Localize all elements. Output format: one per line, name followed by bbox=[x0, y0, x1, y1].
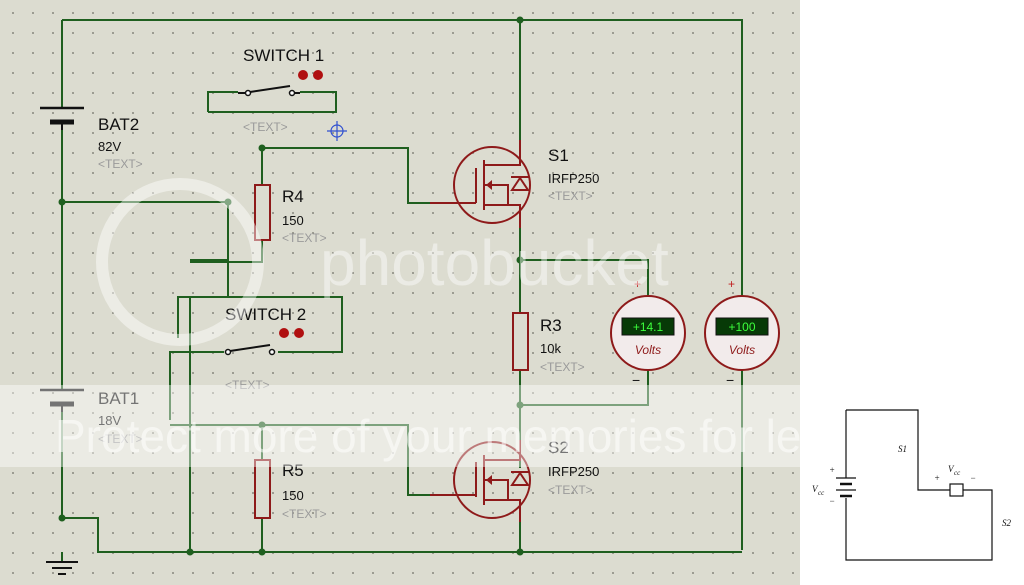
meter-right-minus: − bbox=[726, 372, 734, 388]
bat1-label: BAT1 bbox=[98, 389, 139, 408]
meter-left-display bbox=[621, 317, 675, 336]
switch2-button-right[interactable] bbox=[294, 328, 304, 338]
r4-label: R4 bbox=[282, 187, 304, 206]
meter-right-display bbox=[715, 317, 769, 336]
s2-text: <TEXT> bbox=[548, 483, 593, 497]
battery-bat1[interactable]: BAT1 18V <TEXT> bbox=[40, 388, 143, 446]
switch-2[interactable]: SWITCH 2 <TEXT> bbox=[224, 305, 306, 392]
s1-text: <TEXT> bbox=[548, 189, 593, 203]
junction-dot bbox=[516, 256, 524, 264]
ref-plus-bat: + bbox=[829, 465, 835, 475]
ref-s1-label: S1 bbox=[898, 444, 907, 454]
ground-symbol bbox=[46, 561, 78, 575]
s2-label: S2 bbox=[548, 438, 569, 457]
crosshair-cursor-icon bbox=[327, 121, 347, 141]
meter-right-plus: + bbox=[728, 277, 735, 291]
junction-dot bbox=[516, 401, 524, 409]
switch2-label: SWITCH 2 bbox=[225, 305, 306, 324]
s2-part: IRFP250 bbox=[548, 464, 599, 479]
switch1-button-right[interactable] bbox=[313, 70, 323, 80]
resistor-r3[interactable]: R3 10k <TEXT> bbox=[512, 312, 585, 374]
resistor-r4[interactable]: R4 150 <TEXT> bbox=[254, 184, 327, 245]
meter-right-reading: +100 bbox=[728, 320, 755, 334]
switch1-label: SWITCH 1 bbox=[243, 46, 324, 65]
ref-plus-box: + bbox=[934, 473, 940, 483]
junction-dot bbox=[258, 548, 266, 556]
r4-value: 150 bbox=[282, 213, 304, 228]
ref-minus-box: − bbox=[970, 473, 976, 483]
vcc-box bbox=[949, 483, 964, 497]
junction-dot bbox=[58, 514, 66, 522]
watermark-line: Protect more of your memories for less bbox=[55, 410, 847, 462]
switch-1[interactable]: SWITCH 1 <TEXT> bbox=[238, 46, 324, 134]
ref-vcc-box: V bbox=[948, 464, 955, 474]
voltmeter-left[interactable]: +14.1 Volts + − bbox=[610, 277, 686, 388]
junction-dot bbox=[516, 548, 524, 556]
junction-dot bbox=[516, 16, 524, 24]
meter-right-unit: Volts bbox=[729, 343, 755, 357]
meter-left-plus: + bbox=[634, 277, 641, 291]
r5-label: R5 bbox=[282, 461, 304, 480]
ref-s2-label: S2 bbox=[1002, 518, 1012, 528]
switch1-text: <TEXT> bbox=[243, 120, 288, 134]
ref-minus-bat: − bbox=[829, 496, 835, 506]
junction-dot bbox=[186, 548, 194, 556]
bat1-text: <TEXT> bbox=[98, 432, 143, 446]
s1-part: IRFP250 bbox=[548, 171, 599, 186]
junction-dot bbox=[258, 144, 266, 152]
r3-text: <TEXT> bbox=[540, 360, 585, 374]
junction-dot bbox=[224, 198, 232, 206]
s1-label: S1 bbox=[548, 146, 569, 165]
bat2-text: <TEXT> bbox=[98, 157, 143, 171]
bat2-label: BAT2 bbox=[98, 115, 139, 134]
r5-text: <TEXT> bbox=[282, 507, 327, 521]
r3-value: 10k bbox=[540, 341, 561, 356]
meter-left-unit: Volts bbox=[635, 343, 661, 357]
meter-left-minus: − bbox=[632, 372, 640, 388]
mosfet-s1[interactable]: S1 IRFP250 <TEXT> bbox=[430, 140, 599, 228]
switch2-button-left[interactable] bbox=[279, 328, 289, 338]
ref-vcc-left-sub: cc bbox=[818, 489, 825, 497]
bat2-value: 82V bbox=[98, 139, 121, 154]
mosfet-s2[interactable]: S2 IRFP250 <TEXT> bbox=[430, 438, 599, 522]
schematic-sheet bbox=[0, 0, 800, 585]
resistor-r5[interactable]: R5 150 <TEXT> bbox=[254, 459, 327, 521]
ref-vcc-box-sub: cc bbox=[954, 469, 961, 477]
watermark-brand: photobucket bbox=[320, 227, 669, 299]
junction-dot bbox=[258, 421, 266, 429]
switch2-text: <TEXT> bbox=[225, 378, 270, 392]
switch1-button-left[interactable] bbox=[298, 70, 308, 80]
r3-label: R3 bbox=[540, 316, 562, 335]
junctions bbox=[58, 16, 524, 556]
r5-value: 150 bbox=[282, 488, 304, 503]
voltmeter-right[interactable]: +100 Volts + − bbox=[704, 277, 780, 388]
bat1-value: 18V bbox=[98, 413, 121, 428]
ref-vcc-left: V bbox=[812, 484, 819, 494]
meter-left-reading: +14.1 bbox=[633, 320, 664, 334]
r4-text: <TEXT> bbox=[282, 231, 327, 245]
wires bbox=[61, 19, 743, 562]
junction-dot bbox=[58, 198, 66, 206]
reference-circuit: S1 S2 V cc V cc + − + − bbox=[812, 409, 1012, 561]
battery-bat2[interactable]: BAT2 82V <TEXT> bbox=[40, 106, 143, 171]
